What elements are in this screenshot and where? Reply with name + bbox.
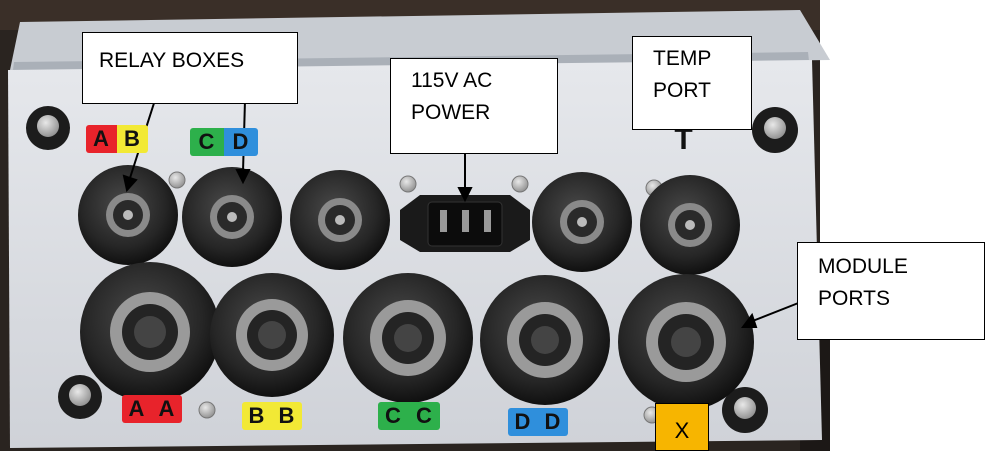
spare-port — [290, 170, 390, 270]
module-port-aa — [80, 262, 220, 402]
corner-knob — [722, 387, 768, 433]
screw — [168, 171, 186, 189]
spare-port-2 — [532, 172, 632, 272]
callout-ac-power: 115V AC POWER — [390, 58, 558, 154]
module-port-bb — [210, 273, 334, 397]
ac-power-inlet — [400, 195, 530, 252]
corner-knob — [752, 107, 798, 153]
callout-relay-boxes: RELAY BOXES — [82, 32, 298, 104]
callout-module-ports: MODULE PORTS — [797, 242, 985, 340]
callout-temp-port: TEMP PORT — [632, 36, 752, 130]
temp-port — [640, 175, 740, 275]
corner-knob — [58, 375, 102, 419]
x-marker: X — [655, 403, 709, 451]
relay-port-ab — [78, 165, 178, 265]
callout-arrows — [122, 99, 807, 328]
screw — [399, 175, 417, 193]
module-port-dd — [480, 275, 610, 405]
module-port-cc — [343, 273, 473, 403]
tag-t: T — [674, 123, 694, 156]
corner-knob — [26, 106, 70, 150]
module-port-x — [618, 274, 754, 410]
screw — [511, 175, 529, 193]
screw — [198, 401, 216, 419]
relay-port-cd — [182, 167, 282, 267]
